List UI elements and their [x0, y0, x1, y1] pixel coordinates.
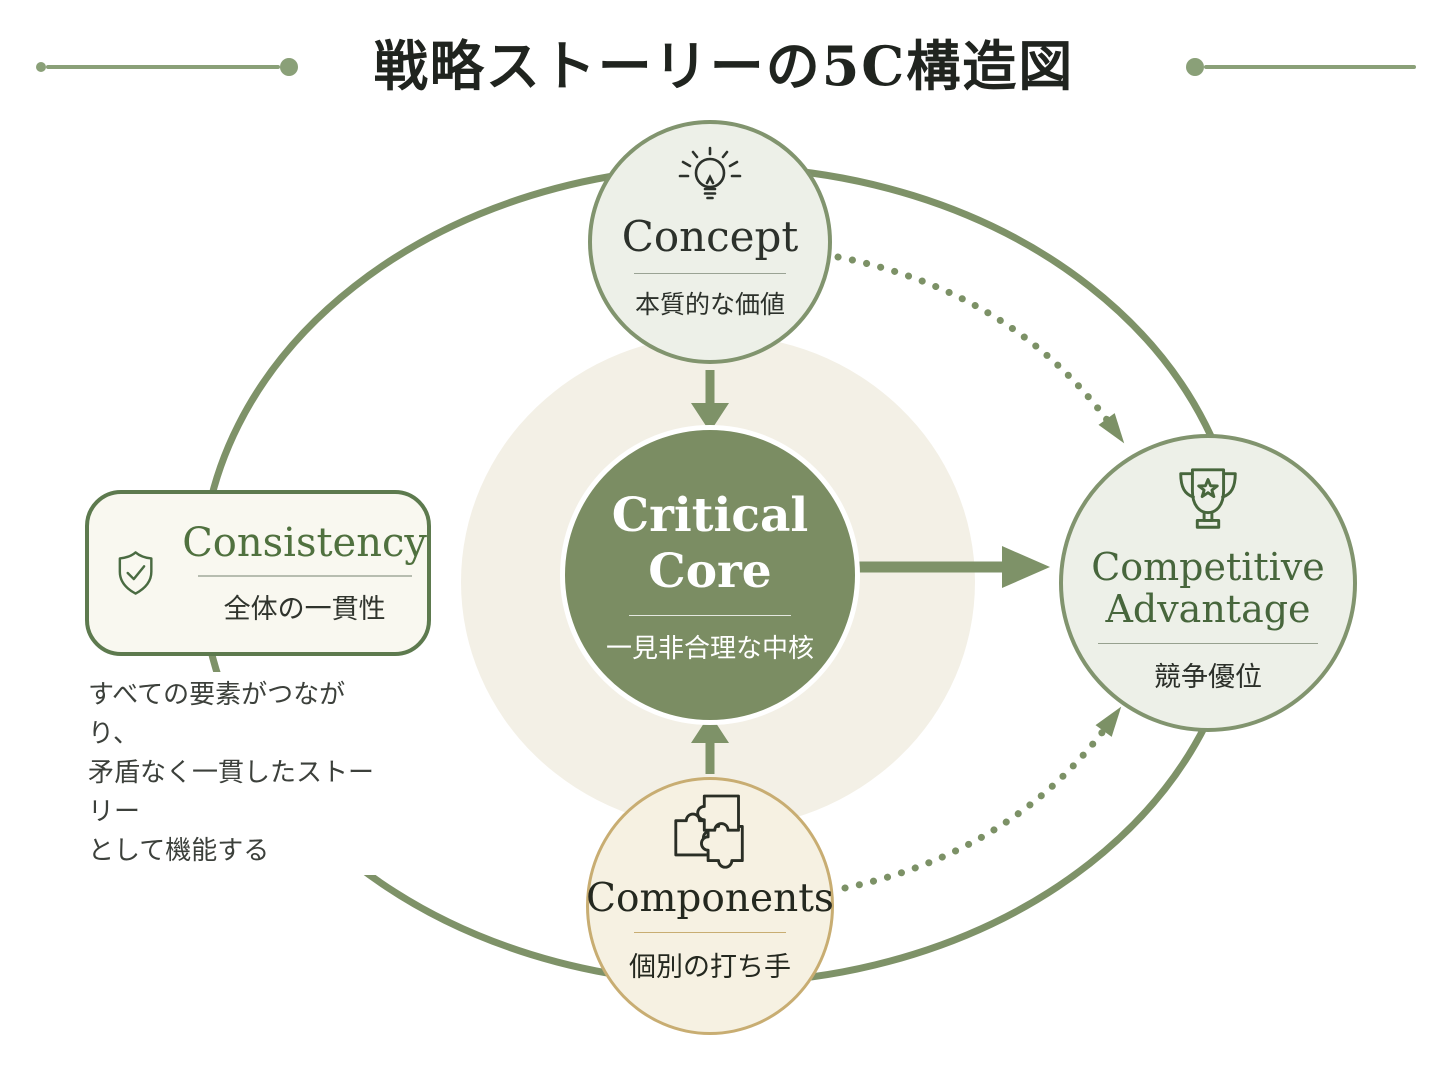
dotted-arrow-concept-to-advantage	[834, 253, 1117, 432]
title-decoration-left	[36, 58, 298, 76]
shield-check-icon	[118, 551, 153, 595]
concept-sublabel: 本質的な価値	[634, 290, 785, 319]
divider	[197, 575, 412, 577]
decoration-line	[1204, 65, 1416, 69]
node-components: Components 個別の打ち手	[586, 777, 834, 1035]
node-competitive-advantage: Competitive Advantage 競争優位	[1059, 434, 1357, 732]
decoration-dot	[1186, 58, 1204, 76]
divider	[634, 932, 786, 933]
description-line-1: すべての要素がつながり、	[88, 680, 346, 749]
consistency-label: Consistency	[182, 520, 427, 566]
decoration-line	[46, 65, 280, 69]
node-concept: Concept 本質的な価値	[588, 120, 832, 364]
description-line-3: として機能する	[88, 836, 270, 866]
advantage-label-line1: Competitive	[1091, 545, 1325, 589]
node-critical-core: Critical Core 一見非合理な中核	[560, 425, 860, 725]
concept-label: Concept	[621, 212, 799, 261]
divider	[634, 273, 786, 274]
description-line-2: 矛盾なく一貫したストーリー	[88, 758, 375, 827]
components-label: Components	[586, 876, 834, 921]
decoration-dot	[36, 62, 46, 72]
consistency-description: すべての要素がつながり、 矛盾なく一貫したストーリー として機能する	[86, 672, 392, 875]
puzzle-icon	[674, 794, 744, 869]
divider	[629, 615, 791, 616]
core-sublabel: 一見非合理な中核	[605, 634, 814, 664]
node-consistency: Consistency 全体の一貫性	[85, 490, 431, 656]
title-decoration-right	[1186, 58, 1416, 76]
components-sublabel: 個別の打ち手	[629, 952, 791, 983]
arrowhead	[1002, 546, 1050, 588]
arrowhead	[1098, 413, 1125, 444]
divider	[1098, 643, 1318, 644]
consistency-sublabel: 全体の一貫性	[223, 594, 386, 625]
arrowhead	[691, 403, 729, 432]
arrowhead	[1095, 706, 1122, 737]
consistency-text-column: Consistency 全体の一貫性	[182, 520, 427, 626]
trophy-icon	[1179, 468, 1237, 529]
core-label-line1: Critical	[611, 488, 809, 543]
decoration-dot	[280, 58, 298, 76]
lightbulb-icon	[678, 146, 742, 200]
arrowhead	[691, 714, 729, 743]
advantage-sublabel: 競争優位	[1154, 662, 1262, 693]
core-label-line2: Core	[648, 544, 772, 599]
advantage-label-line2: Advantage	[1105, 587, 1311, 631]
dotted-arrow-components-to-advantage	[841, 718, 1114, 892]
page-title: 戦略ストーリーの5C構造図	[373, 34, 1075, 98]
